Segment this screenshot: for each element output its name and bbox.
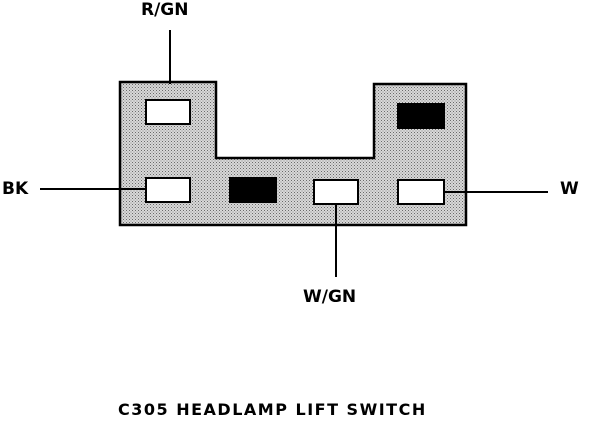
wire-label-bottom: W/GN (303, 287, 357, 307)
diagram-caption: C305 HEADLAMP LIFT SWITCH (118, 400, 427, 419)
cavity-open (145, 99, 191, 125)
wire-label-top: R/GN (141, 0, 189, 20)
wire-label-left: BK (2, 179, 29, 199)
connector-body (118, 80, 468, 227)
wire-label-right: W (560, 179, 579, 199)
cavity-open (145, 177, 191, 203)
cavity-open (397, 179, 445, 205)
cavity-plugged (397, 103, 445, 129)
cavity-open (313, 179, 359, 205)
cavity-plugged (229, 177, 277, 203)
